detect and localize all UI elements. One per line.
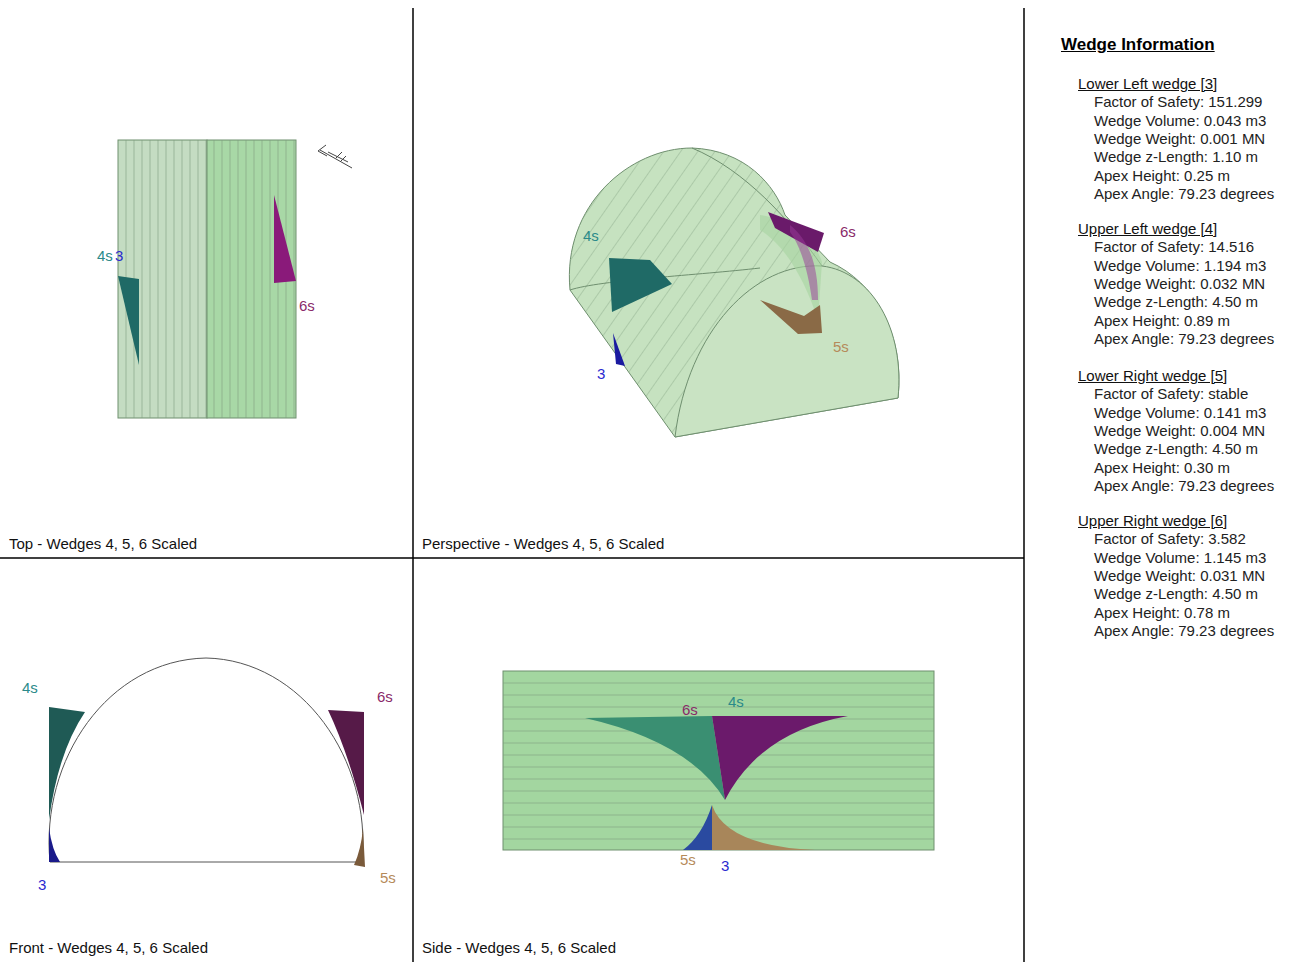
wedge-property: Wedge z-Length: 4.50 m [1094,439,1258,459]
view-panel: Side - Wedges 4, 5, 6 Scaled [413,558,1024,962]
view-caption: Perspective - Wedges 4, 5, 6 Scaled [422,535,664,552]
wedge-property: Apex Height: 0.89 m [1094,311,1230,331]
wedge-property: Wedge Volume: 0.141 m3 [1094,403,1266,423]
wedge-property: Wedge z-Length: 4.50 m [1094,584,1258,604]
perspective-view [569,148,899,437]
front-view [49,658,365,867]
wedge-heading: Upper Right wedge [6] [1078,511,1227,531]
side-view [503,671,934,850]
wedge-property: Apex Height: 0.30 m [1094,458,1230,478]
wedge-label: 4s [22,678,38,698]
wedge-property: Apex Angle: 79.23 degrees [1094,476,1274,496]
top-view [118,140,352,418]
wedge-heading: Lower Right wedge [5] [1078,366,1227,386]
wedge-heading: Lower Left wedge [3] [1078,74,1217,94]
wedge-property: Apex Height: 0.25 m [1094,166,1230,186]
panel-title: Wedge Information [1061,35,1215,55]
wedge-label: 6s [377,687,393,707]
wedge-property: Factor of Safety: 151.299 [1094,92,1262,112]
wedge-property: Apex Angle: 79.23 degrees [1094,621,1274,641]
wedge-property: Wedge Volume: 1.194 m3 [1094,256,1266,276]
wedge-property: Wedge Weight: 0.004 MN [1094,421,1265,441]
wedge-label: 3 [721,856,729,876]
wedge-label: 5s [380,868,396,888]
wedge-label: 6s [840,222,856,242]
wedge-label: 5s [833,337,849,357]
wedge-property: Wedge Volume: 0.043 m3 [1094,111,1266,131]
wedge-property: Factor of Safety: 3.582 [1094,529,1246,549]
view-caption: Top - Wedges 4, 5, 6 Scaled [9,535,197,552]
wedge-property: Apex Angle: 79.23 degrees [1094,329,1274,349]
view-panel: Top - Wedges 4, 5, 6 Scaled [0,8,413,558]
wedge-label: 3 [597,364,605,384]
wedge-property: Factor of Safety: stable [1094,384,1248,404]
wedge-label: 4s [97,246,113,266]
view-caption: Side - Wedges 4, 5, 6 Scaled [422,939,616,956]
wedge-property: Apex Height: 0.78 m [1094,603,1230,623]
panel-dividers [0,8,1024,962]
wedge-property: Factor of Safety: 14.516 [1094,237,1254,257]
wedge-label: 4s [728,692,744,712]
view-caption: Front - Wedges 4, 5, 6 Scaled [9,939,208,956]
wedge-label: 3 [115,246,123,266]
wedge-heading: Upper Left wedge [4] [1078,219,1217,239]
wedge-label: 3 [38,875,46,895]
wedge-property: Wedge z-Length: 1.10 m [1094,147,1258,167]
wedge-label: 5s [680,850,696,870]
wedge-property: Wedge z-Length: 4.50 m [1094,292,1258,312]
wedge-property: Wedge Weight: 0.001 MN [1094,129,1265,149]
view-panel: Perspective - Wedges 4, 5, 6 Scaled [413,8,1024,558]
wedge-property: Wedge Weight: 0.032 MN [1094,274,1265,294]
view-panel: Front - Wedges 4, 5, 6 Scaled [0,558,413,962]
wedge-property: Wedge Volume: 1.145 m3 [1094,548,1266,568]
wedge-label: 4s [583,226,599,246]
wedge-property: Wedge Weight: 0.031 MN [1094,566,1265,586]
wedge-label: 6s [299,296,315,316]
wedge-label: 6s [682,700,698,720]
wedge-property: Apex Angle: 79.23 degrees [1094,184,1274,204]
